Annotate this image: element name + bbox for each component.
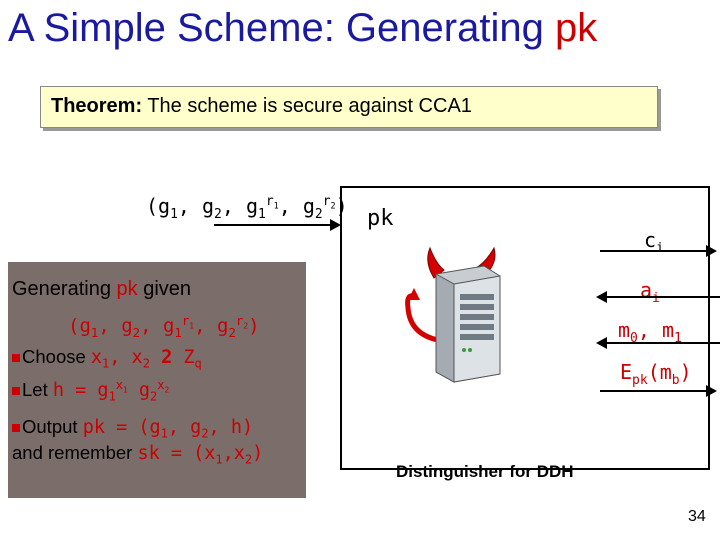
arrow-ci-head [706,245,717,257]
arrow-ai-head [596,291,607,303]
msg-m0m1: m0, m1 [618,318,682,346]
panel-tuple: (g1, g2, g1r1, g2r2) [68,314,260,341]
input-arrow [214,224,332,226]
bullet-icon [12,424,20,433]
step1-pre: Choose [22,346,91,367]
arrow-epk-head [706,385,717,397]
theorem-label: Theorem: [51,95,143,117]
slide-title-main: A Simple Scheme: Generating [8,6,555,50]
arrow-ci [600,250,708,252]
arrow-epk [600,390,708,392]
theorem-box: Theorem: The scheme is secure against CC… [40,86,658,128]
msg-epk: Epk(mb) [620,360,692,388]
input-tuple-text: (g1, g2, g1r1, g2r2) [146,194,348,222]
panel-step-remember: and remember sk = (x1,x2) [12,442,264,467]
server-devil-icon [400,244,524,384]
arrow-ai [606,296,720,298]
bullet-icon [12,354,20,363]
arrow-m0m1 [606,342,720,344]
input-arrow-head [330,219,341,231]
box-pk-label: pk [367,206,394,231]
generation-panel [8,262,306,498]
panel-heading-pre: Generating [12,278,117,300]
input-tuple: (g1, g2, g1r1, g2r2) [146,194,348,222]
bullet-icon [12,387,20,396]
slide-title-accent: pk [554,6,598,50]
panel-step-output: Output pk = (g1, g2, h) [12,416,253,441]
panel-step-let: Let h = g1x1 g2x2 [12,378,169,404]
panel-step-choose: Choose x1, x2 2 Zq [12,346,202,371]
arrow-m0m1-head [596,337,607,349]
msg-ai: ai [640,278,660,306]
panel-heading: Generating pk given [12,278,191,301]
panel-heading-post: given [137,278,192,300]
panel-heading-pk: pk [116,278,138,300]
page-number: 34 [688,508,706,525]
slide-title: A Simple Scheme: Generating pk [8,6,597,51]
msg-ci: ci [644,228,664,256]
distinguisher-caption: Distinguisher for DDH [396,462,574,481]
theorem-text: The scheme is secure against CCA1 [142,95,472,117]
step3-pre: Output [22,416,83,437]
distinguisher-box [340,186,710,470]
step2-pre: Let [22,379,53,401]
step4-pre: and remember [12,442,138,463]
